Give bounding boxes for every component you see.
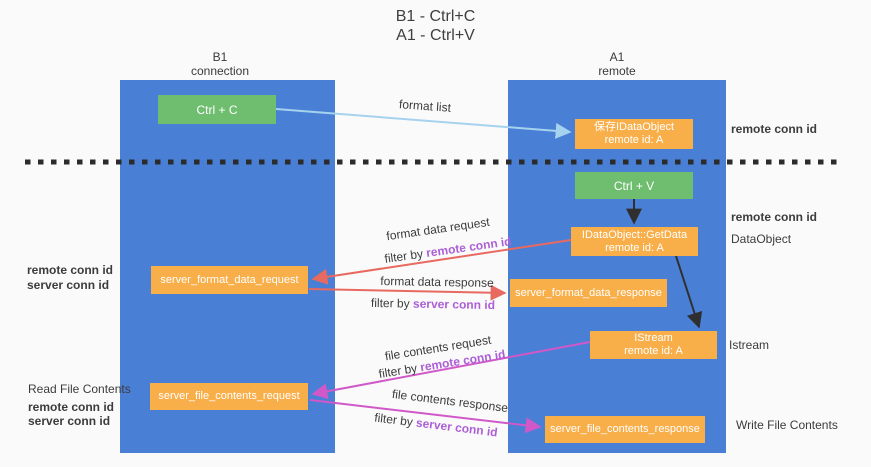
node-istream: IStream remote id: A	[590, 331, 717, 359]
edge-label-format-list: format list	[398, 97, 452, 115]
node-save-idataobject: 保存IDataObject remote id: A	[575, 119, 693, 149]
ctrl-v-label: Ctrl + V	[613, 178, 655, 193]
save-idataobject-line1: 保存IDataObject	[593, 121, 675, 133]
ctrl-c-label: Ctrl + C	[196, 102, 238, 117]
annotation-read-file-contents: Read File Contents	[28, 382, 131, 396]
node-server-file-contents-response: server_file_contents_response	[545, 416, 705, 443]
lane-a1-name: A1	[609, 50, 625, 64]
node-ctrl-v: Ctrl + V	[575, 172, 693, 199]
getdata-line1: IDataObject::GetData	[581, 228, 688, 241]
filter-prefix-4: filter by	[373, 410, 417, 430]
filter-key-server-conn-id-1: server conn id	[412, 296, 496, 313]
lane-b1-role: connection	[190, 64, 250, 78]
lane-a1-role: remote	[598, 64, 636, 78]
edge-label-filter-server-1: filter by server conn id	[371, 296, 495, 312]
filter-prefix-3: filter by	[377, 360, 422, 381]
node-server-format-data-response: server_format_data_response	[510, 279, 667, 307]
server-file-contents-request-label: server_file_contents_request	[158, 390, 300, 402]
title-line-2: A1 - Ctrl+V	[396, 27, 475, 44]
getdata-line2: remote id: A	[605, 241, 664, 254]
filter-key-server-conn-id-2: server conn id	[415, 415, 499, 440]
title-line-1: B1 - Ctrl+C	[395, 8, 476, 25]
edge-label-filter-server-2: filter by server conn id	[374, 410, 499, 439]
edge-label-file-contents-response: file contents response	[391, 386, 509, 416]
node-idataobject-getdata: IDataObject::GetData remote id: A	[571, 227, 698, 256]
annotation-remote-conn-id-left-top: remote conn id	[27, 263, 114, 277]
save-idataobject-line2: remote id: A	[604, 134, 664, 146]
server-file-contents-response-label: server_file_contents_response	[550, 423, 700, 435]
node-server-file-contents-request: server_file_contents_request	[150, 383, 308, 410]
filter-prefix-2: filter by	[370, 295, 414, 311]
istream-line1: IStream	[634, 332, 673, 344]
istream-line2: remote id: A	[624, 345, 683, 357]
edge-label-format-data-response: format data response	[380, 274, 494, 290]
diagram-title: B1 - Ctrl+C A1 - Ctrl+V	[0, 7, 871, 45]
node-ctrl-c: Ctrl + C	[158, 95, 276, 124]
annotation-write-file-contents: Write File Contents	[736, 418, 838, 432]
server-format-data-request-label: server_format_data_request	[160, 273, 299, 286]
filter-prefix-1: filter by	[383, 246, 428, 266]
filter-key-remote-conn-id-1: remote conn id	[425, 234, 513, 260]
server-format-data-response-label: server_format_data_response	[515, 286, 662, 299]
lane-header-a1: A1 remote	[508, 50, 726, 78]
annotation-istream: Istream	[729, 338, 770, 352]
annotation-server-conn-id-left-top: server conn id	[27, 278, 110, 292]
lane-header-b1: B1 connection	[120, 50, 320, 78]
annotation-dataobject: DataObject	[731, 232, 792, 246]
annotation-remote-conn-id-top-right: remote conn id	[731, 122, 818, 136]
node-server-format-data-request: server_format_data_request	[151, 266, 308, 294]
annotation-remote-conn-id-mid-right: remote conn id	[731, 210, 818, 224]
annotation-server-conn-id-left-bottom: server conn id	[28, 414, 111, 428]
lane-b1-name: B1	[212, 50, 228, 64]
annotation-remote-conn-id-left-bottom: remote conn id	[28, 400, 115, 414]
